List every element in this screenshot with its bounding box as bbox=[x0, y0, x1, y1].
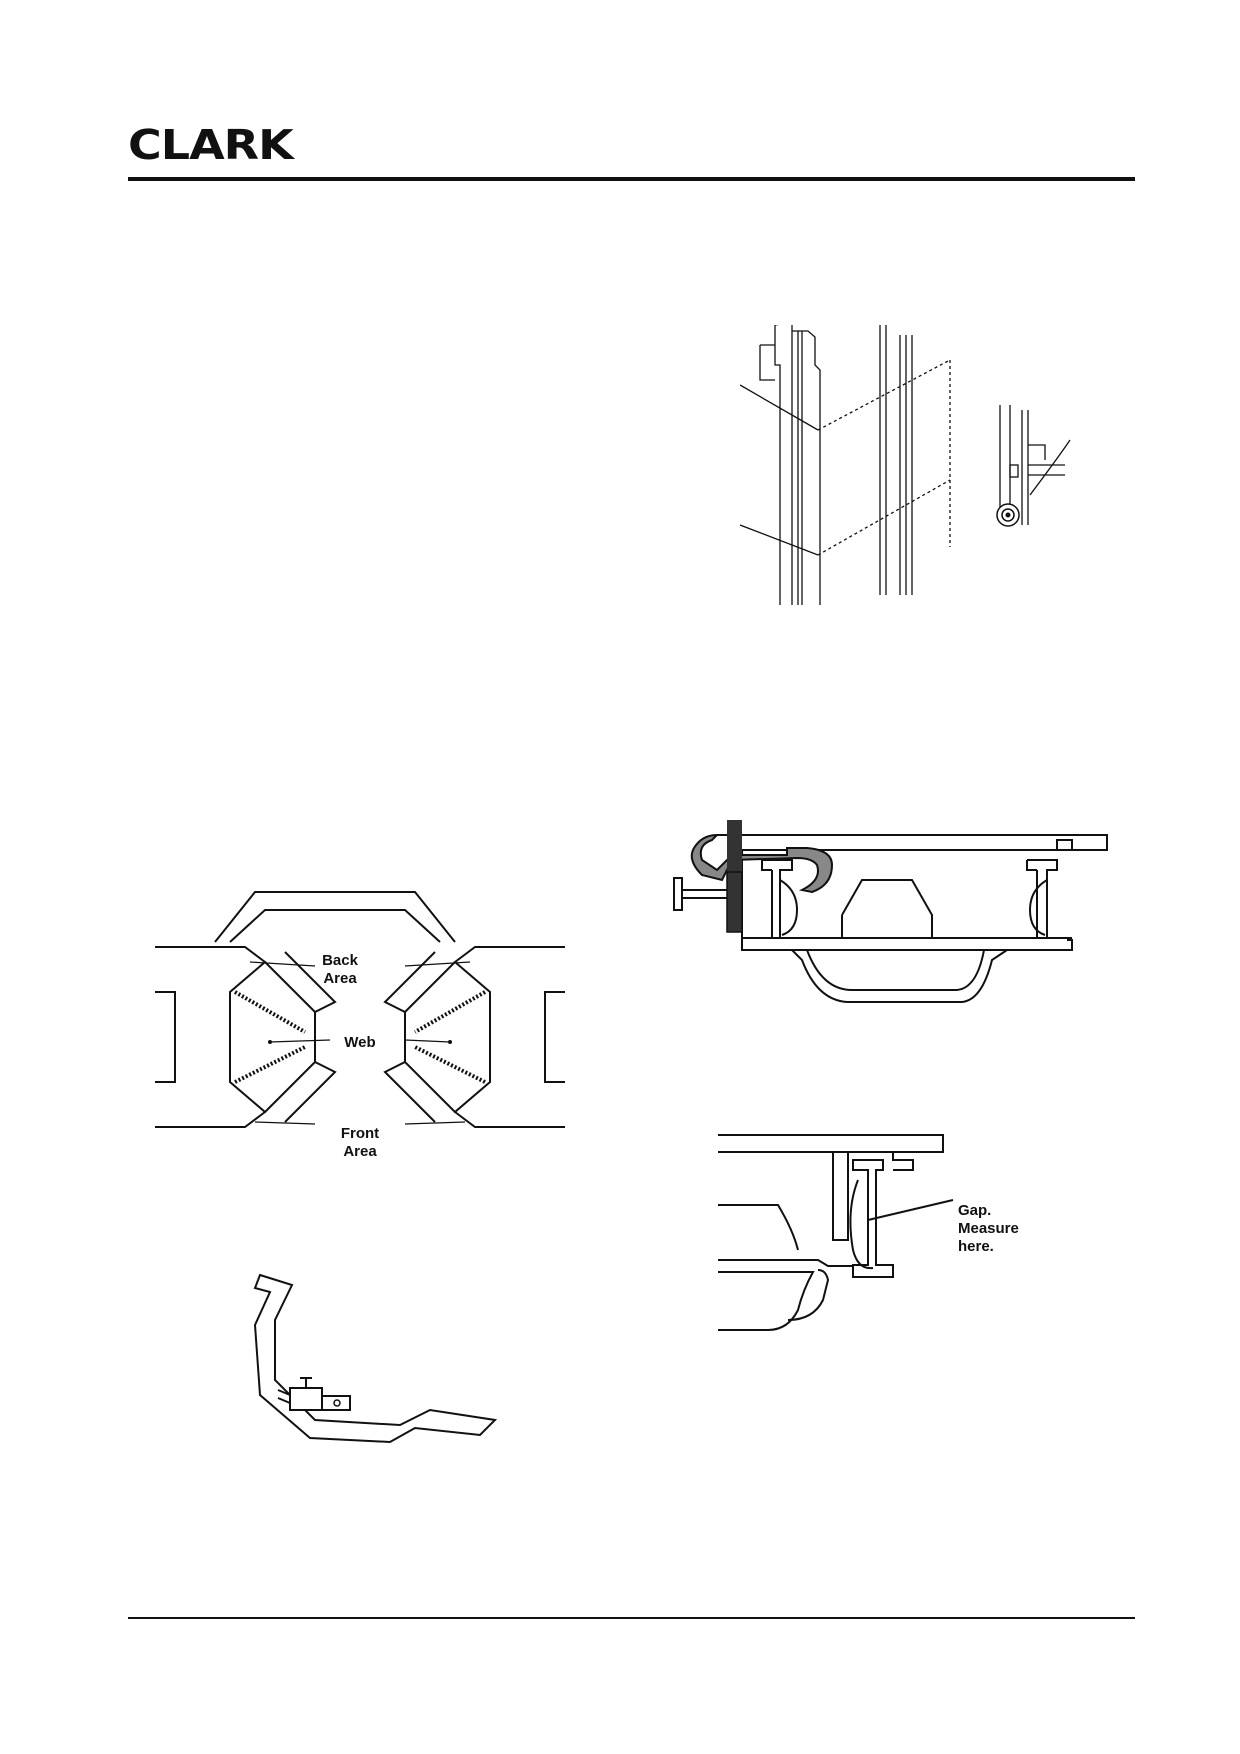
clamp-crosssection-icon bbox=[673, 820, 1108, 1003]
label-web: Web bbox=[344, 1034, 375, 1051]
mast-rail-figure bbox=[740, 325, 1090, 610]
label-back-area: Area bbox=[323, 970, 357, 987]
footer-rule bbox=[128, 1617, 1135, 1619]
brand-logo: CLARK bbox=[128, 120, 294, 169]
gauge-tool-figure bbox=[240, 1270, 515, 1450]
label-gap: Gap. bbox=[958, 1202, 991, 1219]
mast-rail-icon bbox=[740, 325, 1071, 605]
gap-measure-figure: Gap. Measure here. bbox=[718, 1130, 1058, 1345]
label-front: Front bbox=[341, 1125, 379, 1142]
label-here: here. bbox=[958, 1238, 994, 1255]
clamp-figure bbox=[672, 820, 1112, 1015]
gap-crosssection-icon: Gap. Measure here. bbox=[718, 1134, 1019, 1331]
label-front-area: Area bbox=[343, 1143, 377, 1160]
carriage-channel-figure: Back Area Web Front Area bbox=[155, 862, 565, 1167]
label-back: Back bbox=[322, 952, 359, 969]
channel-crosssection-icon: Back Area Web Front Area bbox=[155, 891, 565, 1160]
label-measure: Measure bbox=[958, 1220, 1019, 1237]
gauge-tool-icon bbox=[253, 1273, 498, 1444]
header-rule bbox=[128, 177, 1135, 181]
